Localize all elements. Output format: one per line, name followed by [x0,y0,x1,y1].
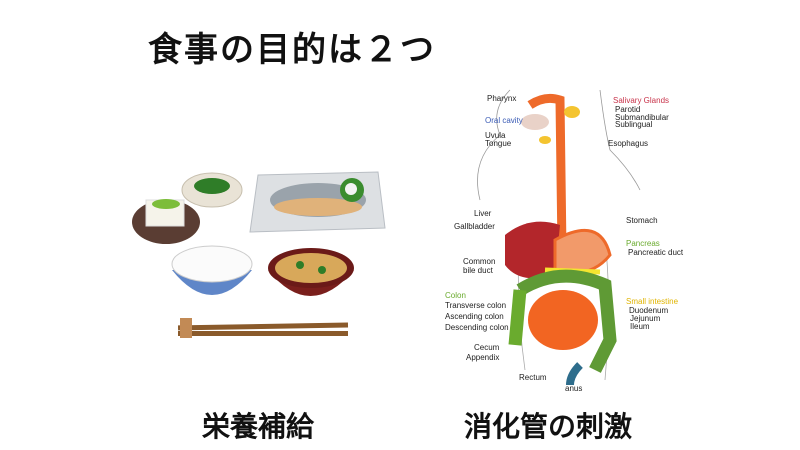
label-common: Common [463,257,496,266]
label-gallbladder: Gallbladder [454,222,495,231]
label-transverse-colon: Transverse colon [445,301,507,310]
page-title: 食事の目的は２つ [148,30,436,70]
label-tongue: Tongue [485,139,512,148]
label-cecum: Cecum [474,343,500,352]
label-salivary-glands: Salivary Glands [613,96,670,105]
label-oral-cavity: Oral cavity [485,116,523,125]
spinach-side-dish [181,172,243,208]
label-small-intestine: Small intestine [626,297,679,306]
caption-digestive-stimulation: 消化管の刺激 [463,410,633,443]
label-descending-colon: Descending colon [445,323,509,332]
label-duodenum: Duodenum [629,306,669,315]
label-ileum: Ileum [630,322,650,331]
label-liver: Liver [474,209,492,218]
miso-soup-bowl [268,248,354,296]
label-ascending-colon: Ascending colon [445,312,504,321]
label-uvula: Uvula [485,131,506,140]
label-sublingual: Sublingual [615,120,653,129]
label-appendix: Appendix [466,353,500,362]
label-rectum: Rectum [519,373,547,382]
caption-nutrition: 栄養補給 [201,410,315,443]
label-esophagus: Esophagus [608,139,649,148]
rice-bowl [171,245,253,295]
label-submandibular: Submandibular [615,113,669,122]
label-parotid: Parotid [615,105,641,114]
label-pancreatic-duct: Pancreatic duct [628,248,684,257]
label-jejunum: Jejunum [630,314,661,323]
digestive-system-diagram [477,89,641,386]
tofu-bowl [132,199,200,244]
grilled-fish-plate [249,171,386,233]
chopsticks [177,318,349,338]
label-pharynx: Pharynx [487,94,517,103]
label-anus: anus [565,384,583,393]
label-stomach: Stomach [626,216,658,225]
label-colon: Colon [445,291,466,300]
label-bile-duct: bile duct [463,266,493,275]
label-pancreas: Pancreas [626,239,660,248]
